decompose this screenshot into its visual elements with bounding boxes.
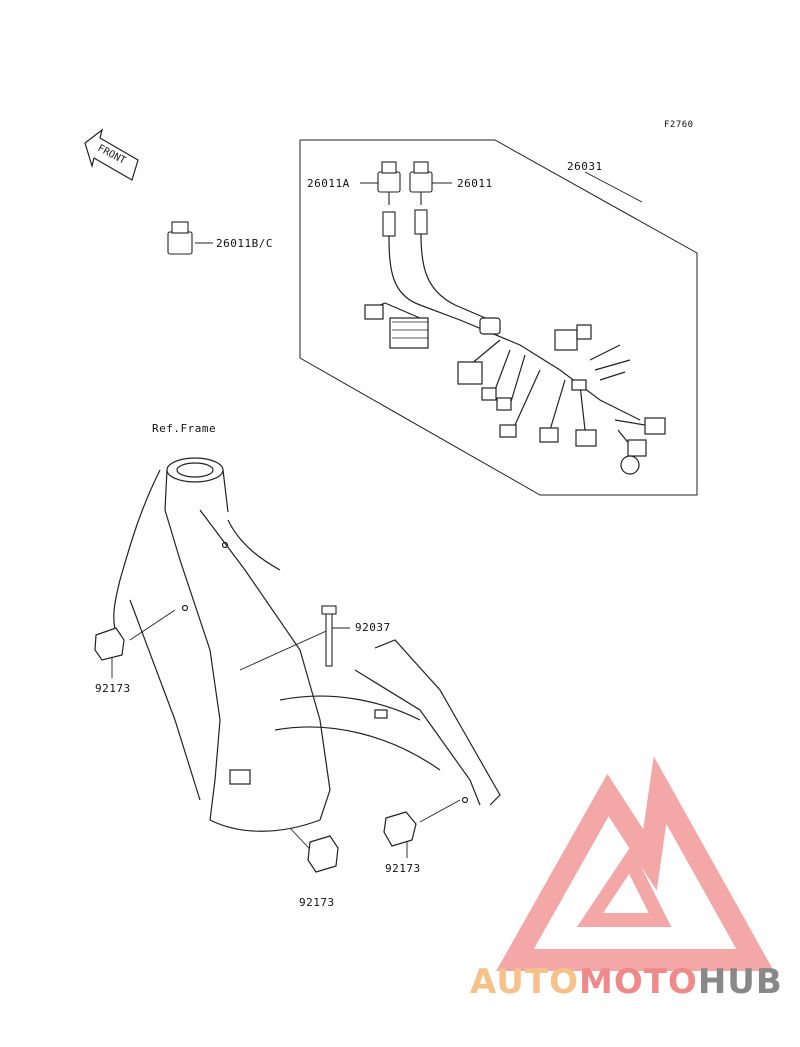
strap-icon [321, 605, 337, 667]
frame-icon [113, 457, 501, 832]
connector-icon [167, 161, 433, 255]
figure-code: F2760 [664, 120, 694, 130]
front-arrow-text: FRONT [96, 143, 128, 167]
watermark-auto: AUTO [470, 962, 579, 1002]
part-92173-left-label: 92173 [95, 682, 131, 695]
part-92173-right-label: 92173 [385, 862, 421, 875]
part-26031-label: 26031 [567, 160, 603, 173]
front-arrow-icon: FRONT [84, 128, 139, 181]
watermark-text: AUTOMOTOHUB [470, 962, 783, 1002]
watermark-hub: HUB [697, 962, 783, 1002]
automotohub-logo-icon [496, 756, 774, 971]
wiring-harness-icon [364, 233, 666, 475]
part-26011a-label: 26011A [307, 177, 350, 190]
part-26011bc-label: 26011B/C [216, 237, 273, 250]
part-92173-bottom-label: 92173 [299, 896, 335, 909]
part-26011-label: 26011 [457, 177, 493, 190]
ref-frame-label: Ref.Frame [152, 422, 217, 435]
leader-lines [111, 171, 643, 861]
harness-box [299, 139, 698, 496]
watermark-moto: MOTO [578, 962, 698, 1002]
clamp-icon [94, 627, 417, 873]
part-92037-label: 92037 [355, 621, 391, 634]
